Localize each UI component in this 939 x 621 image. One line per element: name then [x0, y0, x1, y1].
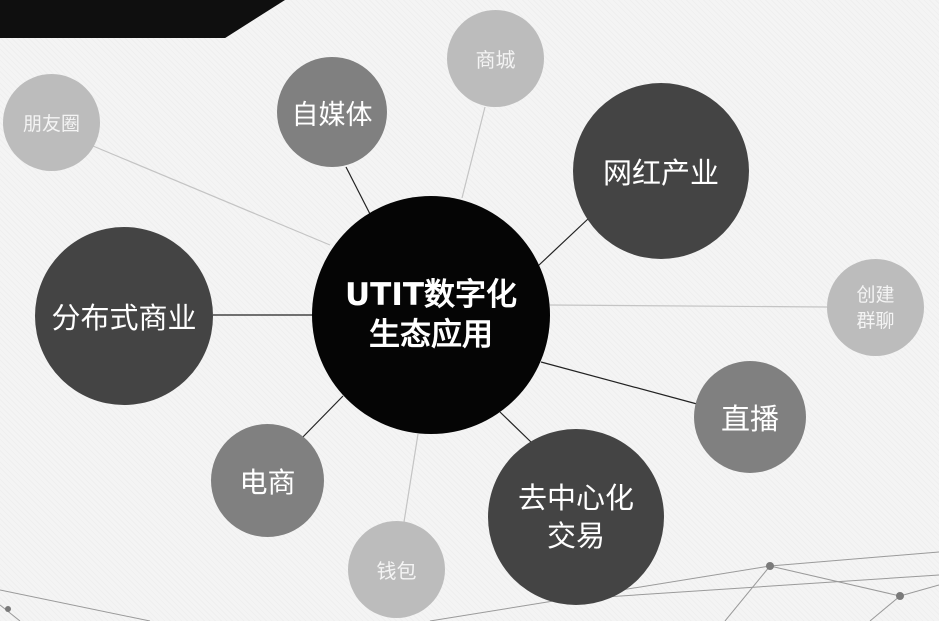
node-label: 网红产业 [602, 156, 719, 190]
connector-dianshang [297, 395, 344, 443]
node-dianshang: 电商 [211, 424, 324, 537]
center-node: UTIT数字化 生态应用 [312, 196, 550, 434]
network-line [0, 589, 151, 621]
node-zhibo: 直播 [694, 361, 806, 473]
node-label: 朋友圈 [22, 113, 80, 135]
connector-wanghong [537, 217, 590, 267]
node-label-line2: 群聊 [856, 309, 895, 332]
node-qianbao: 钱包 [348, 521, 445, 618]
network-line [769, 551, 939, 567]
network-node [896, 592, 904, 600]
center-line1: UTIT数字化 [345, 277, 517, 313]
node-label: 商城 [475, 48, 516, 72]
node-label: 自媒体 [291, 99, 373, 131]
network-line [899, 584, 939, 597]
connector-pengyouquan [92, 145, 331, 246]
node-label-line1: 去中心化 [517, 481, 634, 515]
node-label: 直播 [720, 402, 779, 436]
network-line [869, 595, 901, 621]
connector-chuangjian [549, 304, 828, 308]
connector-zhibo [540, 361, 698, 405]
network-node [766, 562, 774, 570]
node-qudzx: 去中心化 交易 [488, 429, 664, 605]
node-label: 钱包 [376, 559, 417, 583]
network-line [559, 574, 939, 601]
network-line [769, 565, 901, 597]
connector-qudzx [499, 411, 532, 443]
node-zimeiti: 自媒体 [277, 57, 387, 167]
node-pengyouquan: 朋友圈 [3, 74, 100, 171]
connector-qianbao [403, 433, 419, 523]
connector-zimeiti [345, 166, 371, 215]
node-label-line2: 交易 [546, 519, 605, 553]
connector-shangcheng [461, 106, 486, 199]
network-line [724, 565, 771, 621]
network-node [5, 606, 11, 612]
node-label-line1: 创建 [856, 283, 895, 306]
node-shangcheng: 商城 [447, 10, 544, 107]
node-fenbushi: 分布式商业 [35, 227, 213, 405]
node-chuangjian: 创建 群聊 [827, 259, 924, 356]
network-line [0, 604, 21, 621]
center-line2: 生态应用 [369, 317, 493, 353]
node-wanghong: 网红产业 [573, 83, 749, 259]
node-label: 分布式商业 [51, 301, 197, 335]
node-label: 电商 [239, 465, 296, 499]
